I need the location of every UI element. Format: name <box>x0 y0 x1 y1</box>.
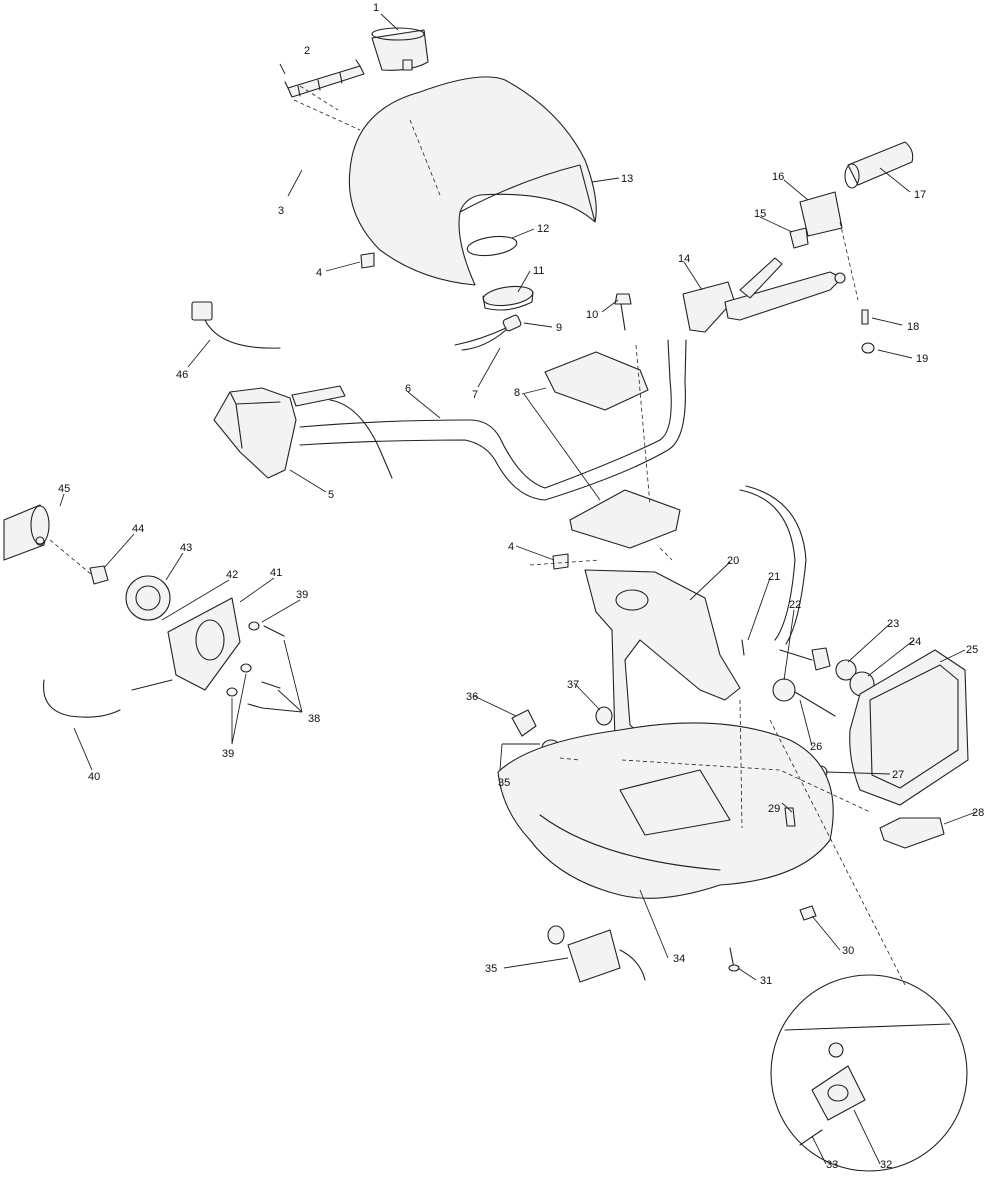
part-wire-40 <box>42 679 173 718</box>
callout-12: 12 <box>537 223 549 235</box>
part-lower-switch <box>547 925 646 983</box>
part-left-switch <box>213 385 346 479</box>
callout-44: 44 <box>132 523 144 535</box>
part-brake-master-cylinder <box>682 257 846 333</box>
callout-21: 21 <box>768 571 780 583</box>
leader-lines <box>59 13 977 1165</box>
callout-2: 2 <box>304 45 310 57</box>
part-rings <box>466 235 534 311</box>
callout-43: 43 <box>180 542 192 554</box>
part-headlight-pod <box>348 76 597 286</box>
callout-10: 10 <box>586 309 598 321</box>
callout-38: 38 <box>308 713 320 725</box>
part-headlight-bracket <box>584 569 741 741</box>
callout-35-mid: 35 <box>498 777 510 789</box>
callout-39-top: 39 <box>296 589 308 601</box>
callout-4-mid: 4 <box>508 541 514 553</box>
callout-15: 15 <box>754 208 766 220</box>
callout-3: 3 <box>278 205 284 217</box>
part-bracket-29 <box>784 807 796 827</box>
part-bolt-10 <box>614 293 632 331</box>
callout-32: 32 <box>880 1159 892 1171</box>
callout-45: 45 <box>58 483 70 495</box>
part-bulb-socket <box>454 314 522 351</box>
part-rivet-21 <box>741 639 745 656</box>
part-switch-plate <box>167 597 241 691</box>
part-front-panel <box>497 722 834 899</box>
part-nut-washer <box>89 565 171 621</box>
callout-1: 1 <box>373 2 379 14</box>
callout-16: 16 <box>772 171 784 183</box>
part-end-plug <box>3 504 50 561</box>
callout-30: 30 <box>842 945 854 957</box>
callout-4-top: 4 <box>316 267 322 279</box>
part-tab-4 <box>360 252 569 570</box>
callout-37: 37 <box>567 679 579 691</box>
part-headlight <box>849 649 969 806</box>
callout-29: 29 <box>768 803 780 815</box>
callout-36: 36 <box>466 691 478 703</box>
callout-31: 31 <box>760 975 772 987</box>
callout-18: 18 <box>907 321 919 333</box>
callout-39-bottom: 39 <box>222 748 234 760</box>
part-handlebar-clamp <box>544 351 681 549</box>
part-detail-inset <box>770 974 968 1172</box>
callout-5: 5 <box>328 489 334 501</box>
callout-25: 25 <box>966 644 978 656</box>
callout-19: 19 <box>916 353 928 365</box>
callout-40: 40 <box>88 771 100 783</box>
callout-26: 26 <box>810 741 822 753</box>
callout-24: 24 <box>909 636 921 648</box>
callout-41: 41 <box>270 567 282 579</box>
callout-35-bottom: 35 <box>485 963 497 975</box>
callout-9: 9 <box>556 322 562 334</box>
callout-8: 8 <box>514 387 520 399</box>
callout-46: 46 <box>176 369 188 381</box>
part-connector-46 <box>191 301 281 349</box>
callout-42: 42 <box>226 569 238 581</box>
part-handlebar <box>299 339 687 501</box>
part-screw-18 <box>861 309 875 354</box>
part-throttle-grip <box>789 141 914 249</box>
part-cable <box>739 485 807 645</box>
part-speedometer <box>371 27 429 71</box>
callout-22: 22 <box>789 599 801 611</box>
callout-17: 17 <box>914 189 926 201</box>
callout-11: 11 <box>533 265 544 277</box>
explode-lines <box>49 85 906 986</box>
part-screws-38-39 <box>226 621 285 709</box>
callout-34: 34 <box>673 953 685 965</box>
callout-28: 28 <box>972 807 984 819</box>
callout-33: 33 <box>826 1159 838 1171</box>
part-indicator-strip <box>284 59 365 98</box>
callout-20: 20 <box>727 555 739 567</box>
callout-23: 23 <box>887 618 899 630</box>
callout-27: 27 <box>892 769 904 781</box>
callout-6: 6 <box>405 383 411 395</box>
callout-14: 14 <box>678 253 690 265</box>
callout-labels: 1 2 3 4 13 12 11 9 7 10 14 15 16 17 18 1… <box>58 2 984 1171</box>
callout-7: 7 <box>472 389 478 401</box>
callout-13: 13 <box>621 173 633 185</box>
part-fasteners-30-31 <box>728 905 817 972</box>
